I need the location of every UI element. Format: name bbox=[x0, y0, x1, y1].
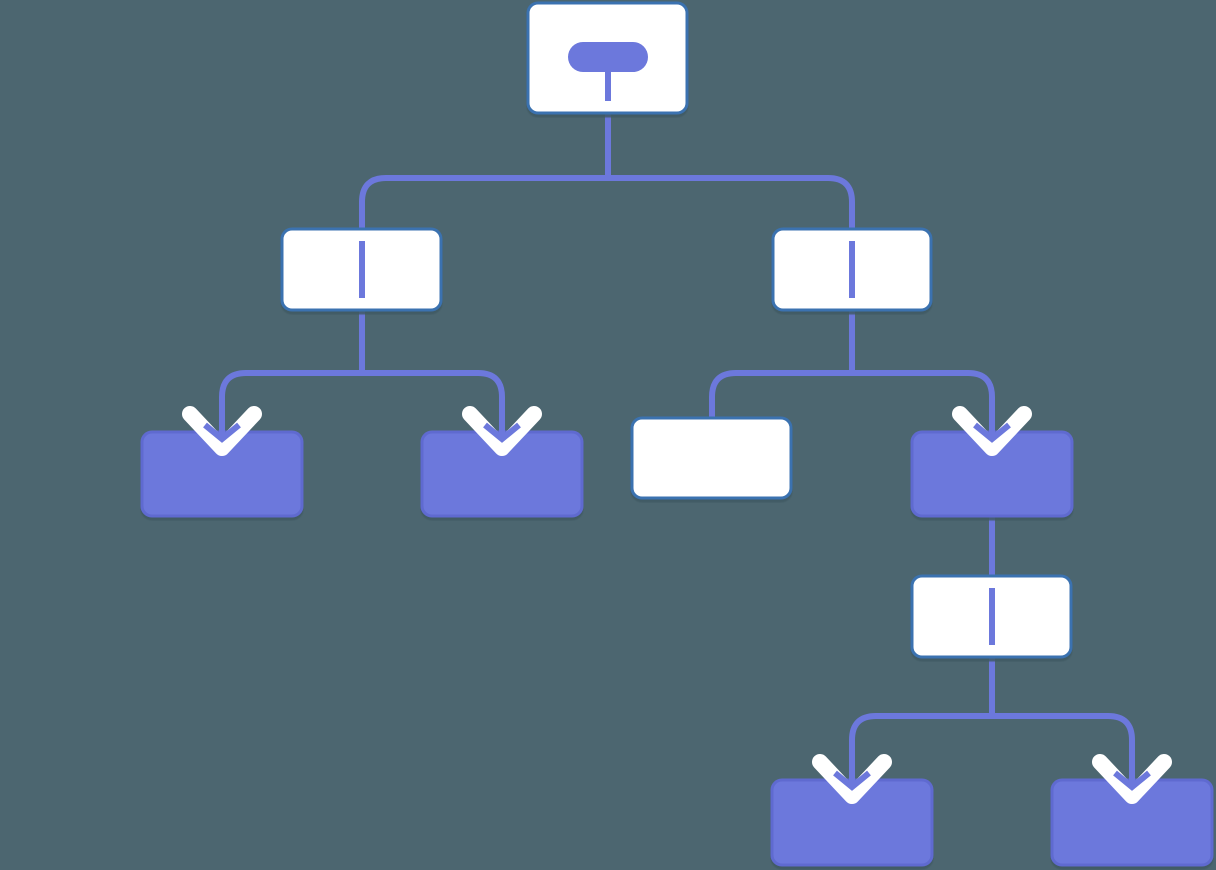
arrowhead-leaf-left-white-outline bbox=[812, 754, 892, 804]
arrowhead-leaf-right-purple-tip bbox=[1113, 770, 1151, 791]
arrowhead-leaf-left bbox=[812, 748, 892, 804]
connector-level2-left-to-leaf-b bbox=[362, 370, 505, 440]
root-node[interactable] bbox=[526, 1, 689, 115]
arrowhead-branch-white-outline bbox=[952, 406, 1032, 456]
arrowhead-leaf-b bbox=[462, 400, 542, 456]
arrowhead-leaf-b-purple-tip bbox=[483, 422, 521, 443]
arrowhead-layer bbox=[182, 400, 1172, 804]
arrowhead-branch bbox=[952, 400, 1032, 456]
connector-level2-right-to-branch-node bbox=[852, 370, 995, 440]
root-node-pill-icon bbox=[568, 42, 648, 72]
arrowhead-leaf-b-white-outline bbox=[462, 406, 542, 456]
level3-white-terminal-node-body[interactable] bbox=[630, 416, 793, 500]
arrowhead-leaf-right-white-outline bbox=[1092, 754, 1172, 804]
arrowhead-leaf-a-white-outline bbox=[182, 406, 262, 456]
arrowhead-leaf-a-purple-tip bbox=[203, 422, 241, 443]
connector-level2-left-to-leaf-a bbox=[219, 370, 362, 440]
inner-line-layer bbox=[359, 69, 995, 645]
level3-white-terminal-node[interactable] bbox=[630, 416, 793, 500]
connector-level2-right-to-white-terminal bbox=[709, 370, 852, 418]
arrowhead-branch-purple-tip bbox=[973, 422, 1011, 443]
arrowhead-leaf-left-purple-tip bbox=[833, 770, 871, 791]
node-layer bbox=[140, 1, 1214, 867]
connector-level4-to-leaf-left bbox=[849, 713, 992, 788]
connector-level4-to-leaf-right bbox=[992, 713, 1135, 788]
arrowhead-leaf-a bbox=[182, 400, 262, 456]
connector-root-to-level2-right bbox=[608, 175, 855, 229]
arrowhead-leaf-right bbox=[1092, 748, 1172, 804]
connector-root-to-level2-left bbox=[359, 175, 608, 229]
connector-layer bbox=[219, 57, 1135, 788]
